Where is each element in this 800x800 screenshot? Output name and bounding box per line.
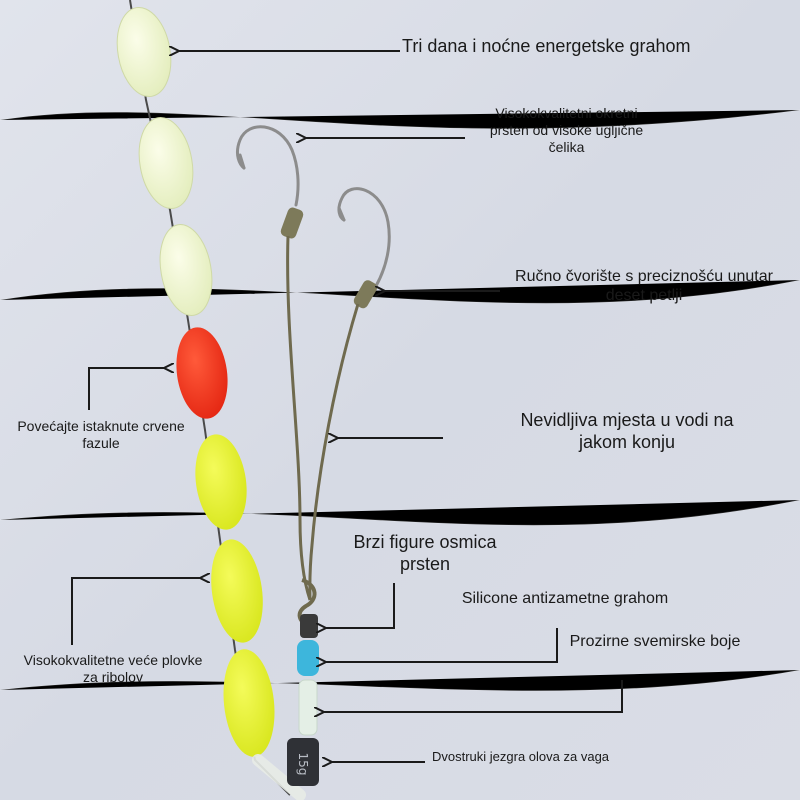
leader-left — [286, 235, 312, 601]
yellow-float-3 — [223, 649, 275, 757]
clear-sleeve — [298, 679, 318, 736]
hooks — [236, 125, 391, 288]
knot-right — [353, 280, 378, 309]
arrow-silicone-bead — [325, 628, 558, 662]
arrow-clear-sleeve — [323, 680, 623, 712]
floats — [116, 6, 306, 800]
arrow-figure-eight — [325, 583, 395, 628]
terminal-tackle: 15g — [287, 614, 319, 786]
annotation-arrows — [71, 51, 623, 762]
yellow-float-2 — [211, 539, 263, 643]
label-swivel-ring: Visokokvalitetni okretni prsten od visok… — [489, 105, 644, 155]
label-silicone-bead: Silicone antizametne grahom — [461, 590, 669, 607]
glow-float-3 — [159, 223, 213, 317]
glow-float-2 — [138, 116, 194, 210]
swivel-ring — [300, 614, 318, 638]
clear-tail-sleeve — [252, 754, 306, 800]
arrow-red-float — [88, 368, 165, 410]
label-hand-knot: Ručno čvorište s preciznošću unutar dese… — [515, 268, 773, 305]
red-float — [176, 327, 228, 419]
sinker-label: 15g — [296, 753, 310, 776]
hook-left — [236, 125, 300, 207]
label-lead-core: Dvostruki jezgra olova za vaga — [432, 749, 610, 764]
label-energy-floats: Tri dana i noćne energetske grahom — [402, 36, 691, 56]
label-figure-eight: Brzi figure osmica prsten — [353, 532, 497, 574]
hook-right-barb — [337, 206, 346, 222]
label-invisible-line: Nevidljiva mjesta u vodi na jakom konju — [520, 410, 734, 452]
label-big-floats: Visokokvalitetne veće plovke za ribolov — [23, 652, 203, 685]
silicone-bead — [297, 640, 319, 676]
label-red-float: Povećajte istaknute crvene fazule — [17, 418, 185, 451]
yellow-float-1 — [195, 434, 247, 530]
knot-left — [280, 207, 304, 239]
knots — [280, 207, 378, 309]
lead-sinker — [287, 738, 319, 786]
label-transparent-sleeve: Prozirne svemirske boje — [569, 633, 741, 650]
hook-left-barb — [238, 153, 246, 170]
arrow-big-floats — [71, 578, 201, 645]
